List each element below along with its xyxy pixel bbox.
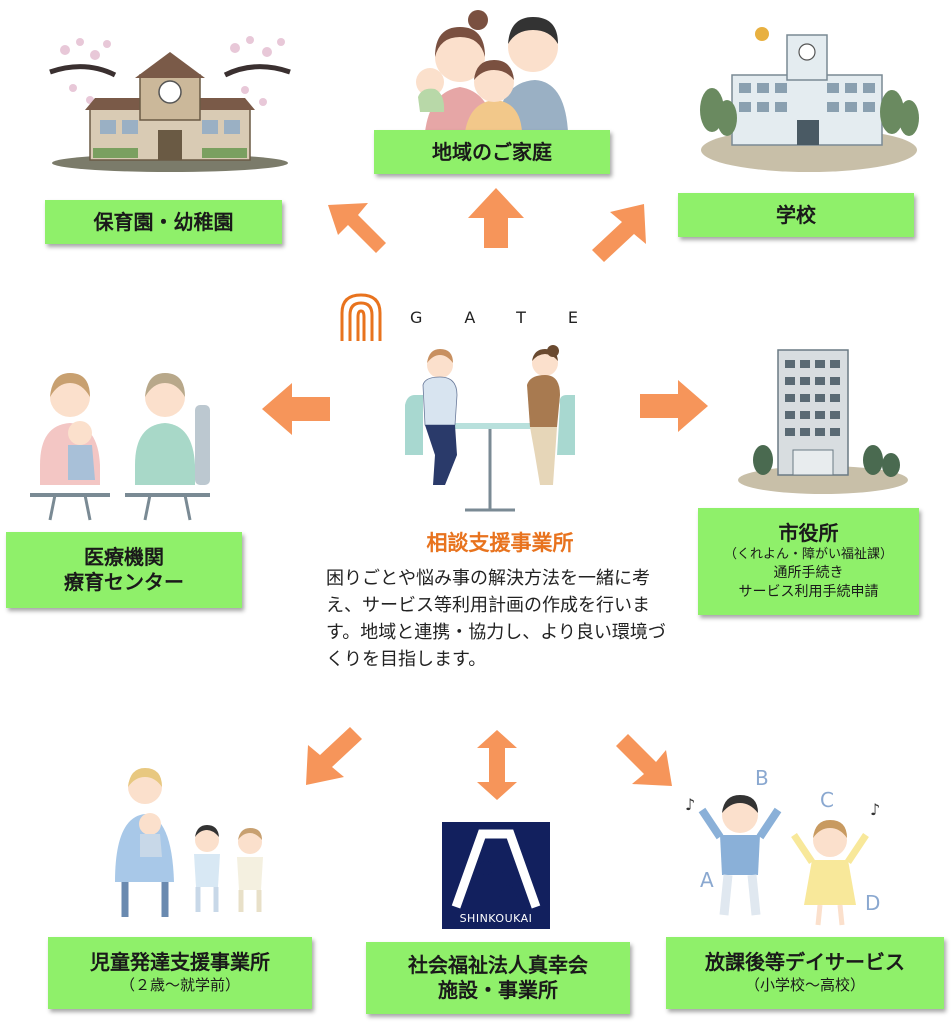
arrow-to-city-hall	[640, 380, 708, 432]
box-city-hall: 市役所 （くれよん・障がい福祉課） 通所手続き サービス利用手続申請	[698, 508, 919, 615]
arrow-to-child-development	[306, 727, 362, 785]
box-after-school-title: 放課後等デイサービス	[705, 950, 905, 975]
svg-text:♪: ♪	[685, 795, 695, 814]
family-illustration	[416, 10, 568, 132]
after-school-illustration: B C A D ♪ ♪	[685, 766, 880, 926]
box-after-school: 放課後等デイサービス （小学校～高校）	[666, 937, 944, 1009]
box-medical-line1: 医療機関	[84, 545, 164, 569]
shinkoukai-logo-text: SHINKOUKAI	[459, 912, 533, 925]
box-school: 学校	[678, 193, 914, 237]
box-after-school-sub: （小学校～高校）	[744, 976, 865, 995]
arrow-shinkoukai-bidirectional	[477, 730, 517, 800]
center-title: 相談支援事業所	[426, 531, 574, 555]
gate-logo-icon	[340, 293, 382, 341]
center-description: 困りごとや悩み事の解決方法を一緒に考え、サービス等利用計画の作成を行います。地域…	[326, 568, 666, 670]
city-hall-illustration	[738, 349, 908, 494]
arrow-to-school	[592, 204, 646, 262]
arrow-to-after-school	[616, 734, 672, 786]
school-illustration	[700, 27, 919, 172]
consultation-illustration	[405, 345, 575, 512]
box-shinkoukai-line2: 施設・事業所	[438, 978, 558, 1002]
svg-text:B: B	[755, 766, 769, 790]
box-family-label: 地域のご家庭	[432, 139, 552, 164]
box-shinkoukai-line1: 社会福祉法人真幸会	[408, 953, 588, 977]
shinkoukai-logo	[442, 822, 550, 929]
arrow-to-family	[468, 188, 524, 248]
box-medical: 医療機関 療育センター	[6, 532, 242, 608]
box-city-hall-sub1: （くれよん・障がい福祉課）	[723, 547, 893, 563]
shinkoukai-logo-icon	[451, 829, 541, 909]
box-medical-line2: 療育センター	[64, 570, 184, 594]
svg-text:♪: ♪	[870, 800, 880, 819]
svg-text:A: A	[700, 868, 714, 892]
box-child-development: 児童発達支援事業所 （２歳～就学前）	[48, 937, 312, 1009]
box-child-development-title: 児童発達支援事業所	[90, 950, 270, 975]
box-city-hall-sub3: サービス利用手続申請	[738, 583, 879, 600]
box-shinkoukai: 社会福祉法人真幸会 施設・事業所	[366, 942, 630, 1014]
svg-text:C: C	[820, 788, 834, 812]
box-family: 地域のご家庭	[374, 130, 610, 174]
box-city-hall-title: 市役所	[778, 521, 839, 546]
box-child-development-sub: （２歳～就学前）	[119, 976, 240, 995]
nursery-building-illustration	[49, 36, 291, 172]
arrow-to-nursery	[328, 203, 386, 253]
box-school-label: 学校	[776, 202, 816, 227]
gate-brand-text: GATE	[410, 308, 620, 327]
child-development-illustration	[115, 768, 263, 917]
svg-text:D: D	[865, 891, 880, 915]
box-city-hall-sub2: 通所手続き	[773, 564, 844, 581]
box-nursery: 保育園・幼稚園	[45, 200, 282, 244]
box-nursery-label: 保育園・幼稚園	[93, 209, 234, 234]
medical-illustration	[30, 373, 210, 521]
arrow-to-medical	[262, 383, 330, 435]
